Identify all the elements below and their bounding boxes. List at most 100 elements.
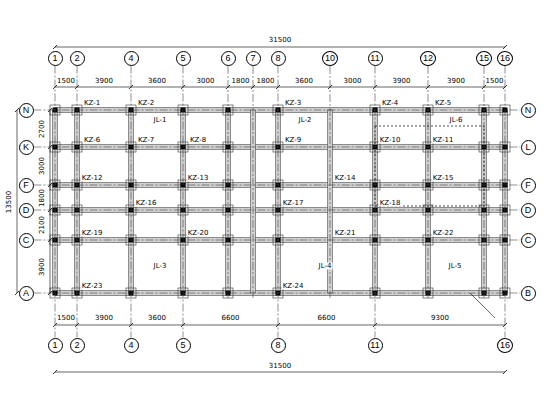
- dimension: 9300: [430, 315, 450, 322]
- axis-line: [34, 147, 521, 148]
- dimension: 1800: [256, 78, 276, 85]
- axis-bubble: A: [19, 286, 34, 301]
- axis-bubble: 4: [124, 51, 139, 66]
- axis-bubble: 16: [497, 338, 513, 353]
- axis-bubble: B: [521, 286, 536, 301]
- axis-bubble: 1: [48, 338, 63, 353]
- axis-bubble: 11: [368, 51, 383, 66]
- axis-label: 1: [52, 54, 57, 63]
- axis-label: D: [525, 206, 532, 215]
- axis-line: [428, 66, 429, 300]
- member-tag: KZ-3: [284, 100, 302, 107]
- dimension: 6600: [221, 315, 241, 322]
- dimension: 1500: [56, 315, 76, 322]
- dimension: 1500: [485, 78, 505, 85]
- axis-label: 1: [52, 341, 57, 350]
- member-tag: KZ-11: [432, 137, 455, 144]
- dimension: 13500: [6, 189, 13, 213]
- axis-label: F: [525, 181, 531, 190]
- axis-line: [278, 66, 279, 338]
- dim-line: [55, 87, 505, 88]
- member-tag: KZ-5: [434, 100, 452, 107]
- leader: [470, 293, 495, 318]
- axis-bubble: 5: [176, 51, 191, 66]
- dimension: 1800: [39, 188, 46, 208]
- dim-line: [50, 110, 51, 293]
- axis-label: 5: [180, 54, 185, 63]
- axis-bubble: 1: [48, 51, 63, 66]
- axis-bubble: 5: [176, 338, 191, 353]
- dimension: 3900: [392, 78, 412, 85]
- axis-label: 2: [74, 54, 79, 63]
- member-tag: JL-3: [153, 263, 168, 270]
- member-tag: KZ-20: [187, 230, 210, 237]
- member-tag: KZ-13: [187, 175, 210, 182]
- axis-bubble: D: [521, 203, 536, 218]
- member-tag: KZ-21: [334, 230, 357, 237]
- axis-bubble: 12: [420, 51, 436, 66]
- axis-line: [228, 66, 229, 300]
- member-tag: JL-4: [318, 263, 333, 270]
- dimension: 3900: [94, 78, 114, 85]
- axis-line: [131, 66, 132, 338]
- axis-label: K: [23, 143, 29, 152]
- axis-bubble: K: [19, 140, 34, 155]
- member-tag: KZ-1: [83, 100, 101, 107]
- member-tag: JL-5: [448, 263, 463, 270]
- dimension: 6600: [317, 315, 337, 322]
- dim-tick: [503, 45, 507, 49]
- axis-label: 12: [423, 54, 433, 63]
- axis-label: C: [525, 236, 532, 245]
- axis-label: B: [525, 289, 531, 298]
- member-tag: KZ-14: [334, 175, 357, 182]
- axis-line: [505, 66, 506, 338]
- axis-label: 8: [275, 54, 280, 63]
- axis-label: L: [525, 143, 530, 152]
- dimension: 3600: [147, 78, 167, 85]
- axis-bubble: 4: [124, 338, 139, 353]
- axis-bubble: F: [19, 178, 34, 193]
- axis-bubble: 10: [322, 51, 338, 66]
- dimension: 1500: [56, 78, 76, 85]
- dimension: 3000: [196, 78, 216, 85]
- member-tag: KZ-17: [282, 200, 305, 207]
- dimension: 3900: [94, 315, 114, 322]
- axis-label: 4: [128, 54, 133, 63]
- axis-label: N: [525, 106, 532, 115]
- axis-label: 5: [180, 341, 185, 350]
- axis-bubble: L: [521, 140, 536, 155]
- axis-bubble: C: [19, 233, 34, 248]
- dimension: 2100: [39, 215, 46, 235]
- axis-line: [253, 66, 254, 300]
- axis-bubble: 8: [271, 338, 286, 353]
- axis-label: 2: [74, 341, 79, 350]
- dimension: 1800: [231, 78, 251, 85]
- axis-bubble: 8: [271, 51, 286, 66]
- dim-line: [55, 325, 505, 326]
- axis-label: 11: [370, 54, 379, 63]
- axis-line: [34, 240, 521, 241]
- member-tag: KZ-23: [81, 283, 104, 290]
- member-tag: KZ-12: [81, 175, 104, 182]
- axis-bubble: 16: [497, 51, 513, 66]
- column-grid: [50, 105, 510, 298]
- axis-bubble: 11: [368, 338, 383, 353]
- dim-tick: [53, 45, 57, 49]
- dim-line: [55, 372, 505, 373]
- member-tag: KZ-19: [81, 230, 104, 237]
- beam-grid: [53, 108, 508, 296]
- dimension: 31500: [268, 37, 292, 44]
- member-tag: KZ-10: [379, 137, 402, 144]
- axis-label: N: [23, 106, 30, 115]
- axis-line: [183, 66, 184, 338]
- dimension: 3900: [446, 78, 466, 85]
- axis-bubble: D: [19, 203, 34, 218]
- dim-tick: [503, 370, 507, 374]
- member-tag: KZ-22: [432, 230, 455, 237]
- dimension: 3000: [39, 156, 46, 176]
- axis-line: [34, 110, 521, 111]
- dim-tick: [53, 370, 57, 374]
- axis-label: 10: [325, 54, 335, 63]
- axis-bubble: 15: [476, 51, 492, 66]
